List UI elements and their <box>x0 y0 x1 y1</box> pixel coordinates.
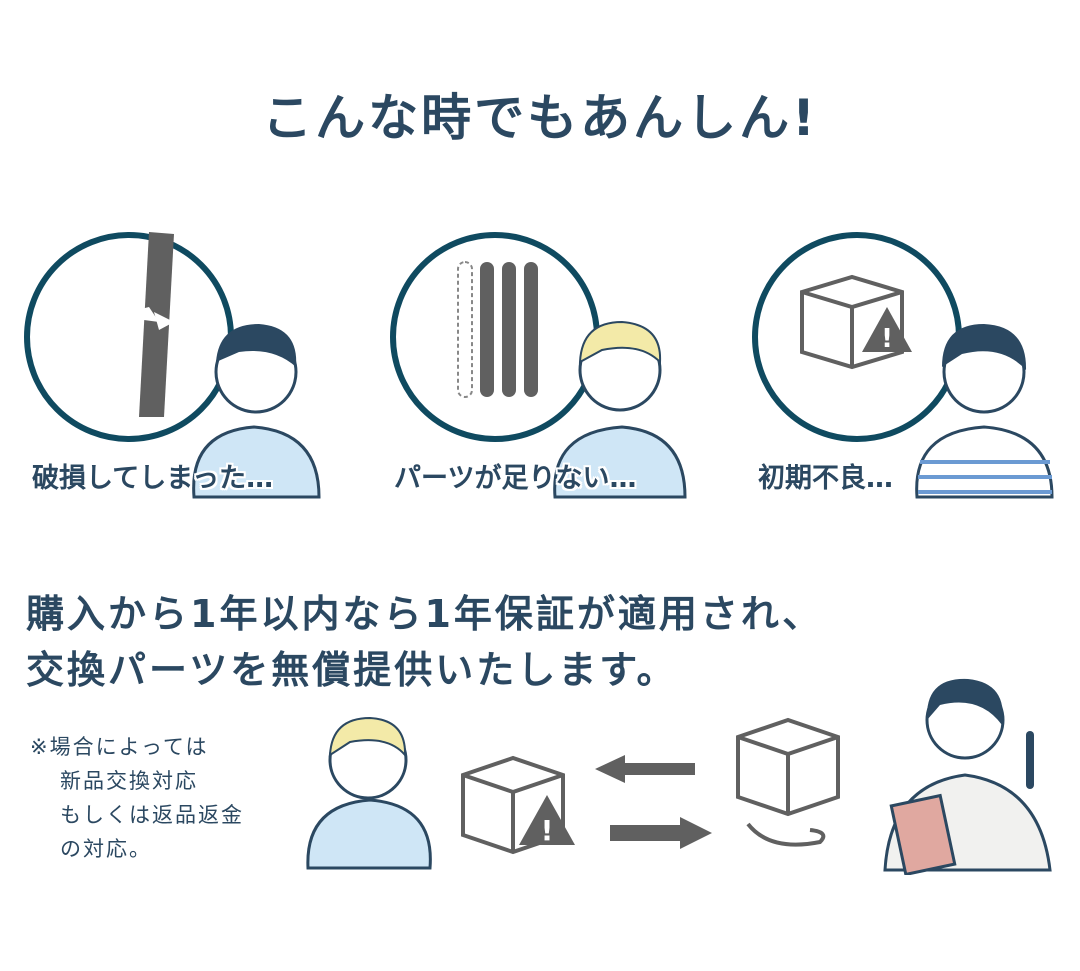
broken-pole-illustration <box>24 232 321 499</box>
clipboard-icon <box>889 793 957 875</box>
scene-defective: ! <box>752 212 1072 502</box>
scene-caption-missing-part: パーツが足りない… <box>394 463 637 494</box>
scene-caption-defective: 初期不良… <box>758 463 893 494</box>
note-line-2: 新品交換対応 <box>60 769 198 793</box>
warranty-note: ※場合によっては 新品交換対応 もしくは返品返金 の対応。 <box>30 730 244 866</box>
staff-icon <box>883 678 1052 875</box>
warning-icon <box>862 307 912 352</box>
note-line-1: ※場合によっては <box>30 735 209 759</box>
person-icon <box>192 425 321 499</box>
scene-caption-broken: 破損してしまった… <box>32 463 274 494</box>
svg-text:!: ! <box>541 814 554 847</box>
note-line-4: の対応。 <box>60 837 152 861</box>
defective-box-icon: ! <box>461 755 575 855</box>
headline-line-1: 購入から1年以内なら1年保証が適用され、 <box>26 592 824 636</box>
warranty-headline: 購入から1年以内なら1年保証が適用され、 交換パーツを無償提供いたします。 <box>26 586 823 698</box>
missing-part-illustration <box>390 232 687 499</box>
broken-pole-icon <box>139 232 174 417</box>
scene-broken <box>24 212 344 502</box>
svg-text:!: ! <box>881 324 893 354</box>
person-icon <box>553 425 687 499</box>
note-line-3: もしくは返品返金 <box>60 803 244 827</box>
new-box-in-hand-icon <box>736 717 840 847</box>
defective-box-illustration: ! <box>752 232 1054 499</box>
headline-line-2: 交換パーツを無償提供いたします。 <box>26 648 678 692</box>
page-title: こんな時でもあんしん! <box>262 89 818 147</box>
exchange-arrows-icon <box>595 755 712 849</box>
missing-bar-icon <box>457 261 473 398</box>
scene-missing-part <box>390 212 710 502</box>
customer-icon <box>306 716 432 870</box>
